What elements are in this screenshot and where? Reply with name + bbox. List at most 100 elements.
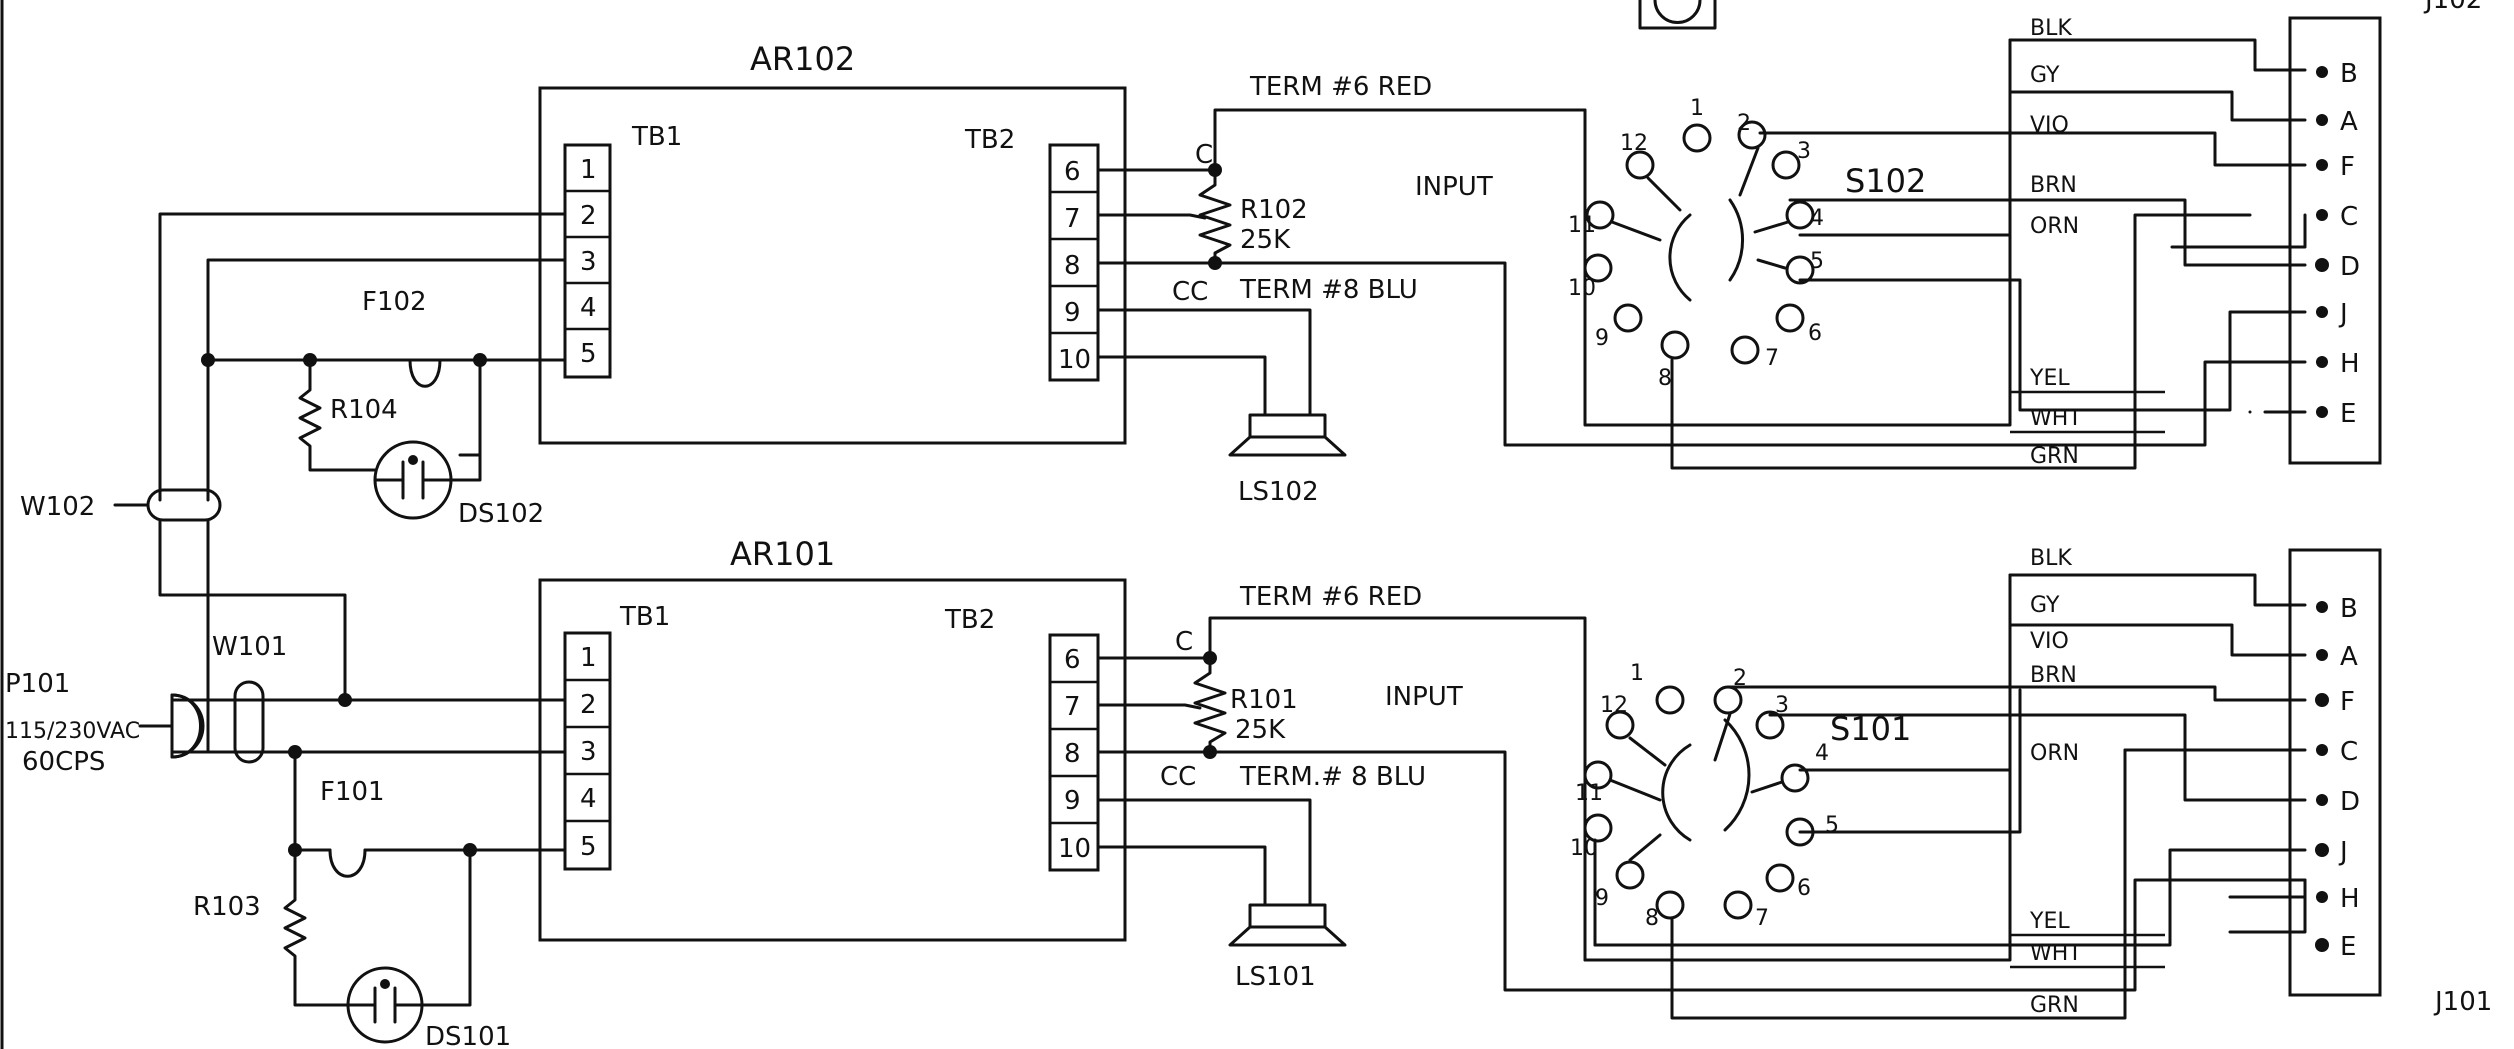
svg-text:H: H: [2340, 349, 2360, 379]
lamp-label: DS102: [458, 499, 544, 529]
wiper-c-label: C: [1195, 140, 1213, 170]
svg-text:9: 9: [1595, 326, 1609, 351]
harness-blk: [2008, 38, 2307, 72]
wire-term6-red: [1213, 108, 1587, 172]
speaker-label: LS101: [1235, 962, 1316, 992]
tb2-terminal: 10: [1058, 834, 1091, 864]
fuse-label: F101: [320, 777, 385, 807]
harness-wht: [1798, 278, 2307, 412]
wire-color-label: VIO: [2030, 629, 2069, 654]
wire-color-label: ORN: [2030, 214, 2079, 239]
supply-frequency: 60CPS: [22, 747, 105, 777]
connector-label-j101: J101: [2433, 987, 2492, 1017]
pot-r101-symbol: [1193, 656, 1227, 754]
svg-text:E: E: [2340, 399, 2356, 429]
connector-j102: [2288, 16, 2382, 465]
wire-color-label: GY: [2030, 63, 2060, 88]
switch-wafer-right: [1728, 198, 1744, 282]
wire-label: TERM #6 RED: [1249, 72, 1432, 102]
svg-text:B: B: [2340, 594, 2358, 624]
wire-color-label: GRN: [2030, 993, 2079, 1018]
harness-gy: [2008, 90, 2307, 122]
tb2-terminal: 7: [1064, 204, 1081, 234]
upper-amplifier-section: AR102 TB1 TB2 1 2 3 4 5 6 7 8 9 10 F102: [158, 16, 2382, 529]
tb2-terminal: 6: [1064, 645, 1081, 675]
partial-component-circle: [1653, 0, 1702, 24]
tb2-terminal: 6: [1064, 157, 1081, 187]
pot-r102-symbol: [1198, 168, 1232, 265]
input-label: INPUT: [1385, 682, 1463, 712]
svg-text:10: 10: [1568, 276, 1596, 301]
resistor-label: R104: [330, 395, 398, 425]
tb2-label: TB2: [944, 605, 995, 635]
speaker-label: LS102: [1238, 477, 1319, 507]
svg-text:D: D: [2340, 252, 2360, 282]
tb2-terminal: 7: [1064, 692, 1081, 722]
harness-brn: [1788, 198, 2307, 267]
svg-text:8: 8: [1658, 366, 1672, 391]
svg-text:3: 3: [1775, 693, 1789, 718]
svg-text:F: F: [2340, 152, 2355, 182]
wire-label: TERM #6 RED: [1239, 582, 1422, 612]
svg-text:12: 12: [1600, 693, 1628, 718]
wiper-cc-label: CC: [1172, 277, 1208, 307]
resistor-r104-symbol: [298, 358, 377, 472]
svg-text:H: H: [2340, 884, 2360, 914]
wire-label: TERM.# 8 BLU: [1239, 762, 1426, 792]
switch-wafer-left: [1668, 213, 1692, 302]
resistor-label: R103: [193, 892, 261, 922]
tb1-terminal: 3: [580, 247, 597, 277]
tb1-terminal: 2: [580, 201, 597, 231]
wire-color-label: WHT: [2030, 941, 2082, 966]
wire-tb2-7: [1096, 213, 1207, 220]
svg-text:A: A: [2340, 107, 2358, 137]
tb2-terminal: 8: [1064, 739, 1081, 769]
connector-pins-j102: B A F C D J H E: [2315, 59, 2360, 429]
harness-vio: [1726, 685, 2307, 702]
lamp-label: DS101: [425, 1022, 511, 1049]
wire-color-label: YEL: [2029, 909, 2070, 934]
rotary-switch-s102: 1 2 3 4 5 6 7 8 9 10 11 12: [1568, 96, 1824, 391]
svg-text:5: 5: [1810, 249, 1824, 274]
amplifier-box-ar101: [538, 578, 1127, 942]
wire-color-label: BRN: [2030, 173, 2077, 198]
tb1-terminal: 2: [580, 690, 597, 720]
svg-text:D: D: [2340, 787, 2360, 817]
cable-label: W101: [212, 632, 287, 662]
wire-tb1-2: [158, 212, 567, 502]
tb1-label: TB1: [619, 602, 670, 632]
harness-yel-run: [1678, 38, 2012, 427]
wire-color-label: GRN: [2030, 444, 2079, 469]
tb1-terminal: 1: [580, 155, 597, 185]
wire-tb1-3: [206, 258, 567, 502]
fuse-f102-symbol: [408, 358, 442, 388]
svg-text:4: 4: [1815, 741, 1829, 766]
tb2-terminal: 8: [1064, 251, 1081, 281]
wire-color-label: BLK: [2030, 16, 2072, 41]
harness-grn: [1670, 748, 2127, 1020]
harness-blk: [2008, 573, 2307, 607]
wire-tb2-10: [1096, 355, 1267, 417]
pot-value: 25K: [1240, 225, 1291, 255]
wire-tb2-9: [1096, 308, 1312, 417]
pot-label: R102: [1240, 195, 1308, 225]
wire-label: TERM #8 BLU: [1239, 275, 1418, 305]
svg-text:J: J: [2338, 837, 2348, 867]
svg-text:F: F: [2340, 687, 2355, 717]
wire-w102-to-supply: [158, 518, 347, 702]
svg-text:11: 11: [1568, 213, 1596, 238]
svg-text:11: 11: [1575, 781, 1603, 806]
connector-pins-j101: B A F C D J H E: [2315, 594, 2360, 962]
harness-orn-pin: [2170, 213, 2307, 249]
tb1-terminal: 4: [580, 293, 597, 323]
amplifier-label: AR102: [750, 40, 855, 78]
wire-term6-red: [1208, 616, 1587, 962]
connector-label-j102: J102: [2423, 0, 2482, 15]
wire-tb1-5: [458, 358, 567, 457]
plug-p101-symbol: [170, 693, 205, 759]
wiper-cc-label: CC: [1160, 762, 1196, 792]
amplifier-box-ar102: [538, 86, 1127, 445]
fuse-f101-symbol: [328, 848, 367, 878]
connector-j101: [2288, 548, 2382, 997]
